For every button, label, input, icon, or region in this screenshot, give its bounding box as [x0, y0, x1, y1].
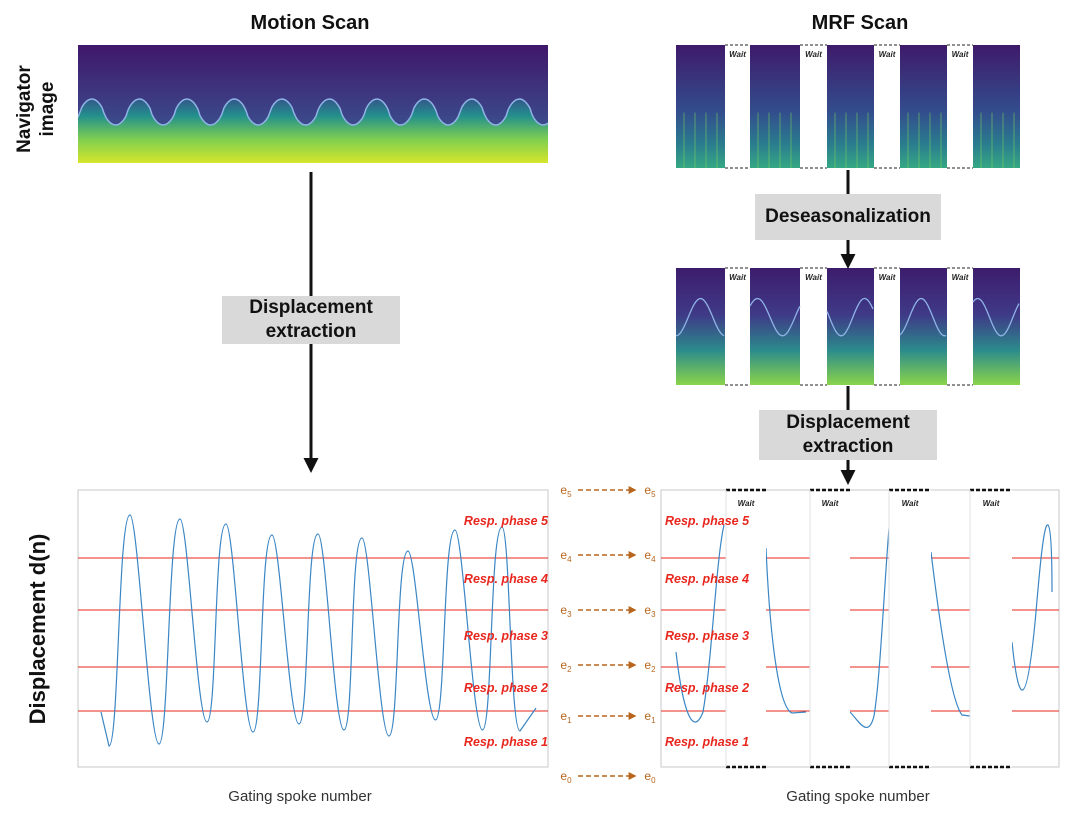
threshold-label: e3 — [560, 603, 572, 619]
x-axis-label-right: Gating spoke number — [786, 788, 930, 805]
wait-label: Wait — [729, 273, 746, 282]
left-displacement-plot: Resp. phase 5 Resp. phase 4 Resp. phase 3 R… — [77, 489, 549, 768]
wait-gap — [726, 490, 766, 767]
navigator-boundary — [78, 98, 548, 126]
mrf-panel — [676, 268, 725, 385]
box-right-line1: Displacement — [786, 412, 910, 434]
resp-phase-label: Resp. phase 5 — [665, 514, 750, 528]
x-axis-label-left: Gating spoke number — [228, 788, 372, 805]
wait-gap — [970, 490, 1012, 767]
threshold-label: e5 — [560, 483, 572, 499]
right-displacement-segment — [675, 524, 725, 723]
threshold-label: e0 — [644, 769, 656, 785]
displacement-extraction-box-left: Displacement extraction — [222, 296, 400, 344]
wait-label: Wait — [983, 499, 1000, 508]
threshold-label: e4 — [644, 548, 656, 564]
mrf-panel — [750, 268, 800, 385]
mrf-panel — [676, 45, 725, 168]
right-displacement-segment — [930, 551, 971, 717]
threshold-label: e5 — [644, 483, 656, 499]
mrf-panel-boundary — [675, 297, 725, 337]
mrf-panel — [973, 268, 1020, 385]
resp-phase-label: Resp. phase 3 — [464, 629, 548, 643]
threshold-label: e4 — [560, 548, 572, 564]
wait-label: Wait — [729, 50, 746, 59]
mrf-panel — [973, 45, 1020, 168]
wait-gap — [810, 490, 850, 767]
process-arrows — [303, 170, 856, 485]
wait-label: Wait — [902, 499, 919, 508]
mrf-scan-raw: Wait Wait Wait Wait — [676, 44, 1020, 169]
left-displacement-signal — [100, 514, 537, 747]
right-displacement-segment — [765, 547, 807, 714]
wait-label: Wait — [952, 273, 969, 282]
mrf-panel-boundary — [972, 297, 1020, 337]
mrf-panel-boundary — [899, 297, 947, 337]
left-plot-frame — [77, 489, 549, 768]
threshold-label: e0 — [560, 769, 572, 785]
motion-scan-title: Motion Scan — [250, 12, 370, 34]
right-displacement-plot: Wait Wait Wait Wait Resp. phase 5 Resp. phas… — [660, 488, 1060, 769]
resp-phase-label: Resp. phase 3 — [665, 629, 749, 643]
wait-label: Wait — [805, 50, 822, 59]
wait-label: Wait — [879, 273, 896, 282]
threshold-label: e2 — [560, 658, 572, 674]
mrf-panel-boundary — [826, 297, 874, 337]
right-displacement-segment — [1011, 524, 1053, 691]
mrf-panel — [900, 45, 947, 168]
mrf-panel — [900, 268, 947, 385]
wait-label: Wait — [805, 273, 822, 282]
resp-phase-label: Resp. phase 2 — [665, 681, 749, 695]
mrf-panel — [827, 45, 874, 168]
box-right-line2: extraction — [802, 436, 894, 457]
deseasonalization-box: Deseasonalization — [755, 194, 941, 240]
wait-label: Wait — [738, 499, 755, 508]
mrf-panel — [827, 268, 874, 385]
resp-phase-label: Resp. phase 4 — [464, 572, 548, 586]
box-left-line2: extraction — [265, 321, 357, 342]
threshold-label: e1 — [644, 709, 656, 725]
mrf-panel-boundary — [749, 297, 801, 337]
mrf-scan-deseasonalized: Wait Wait Wait Wait — [675, 267, 1020, 386]
wait-label: Wait — [879, 50, 896, 59]
wait-label: Wait — [952, 50, 969, 59]
wait-label: Wait — [822, 499, 839, 508]
right-displacement-segment — [849, 527, 890, 728]
threshold-label: e3 — [644, 603, 656, 619]
wait-gap — [889, 490, 931, 767]
box-left-line1: Displacement — [249, 297, 373, 319]
mrf-scan-title: MRF Scan — [811, 12, 909, 34]
resp-phase-label: Resp. phase 1 — [665, 735, 749, 749]
displacement-extraction-box-right: Displacement extraction — [759, 410, 937, 460]
resp-phase-label: Resp. phase 5 — [464, 514, 549, 528]
resp-phase-label: Resp. phase 2 — [464, 681, 548, 695]
resp-phase-label: Resp. phase 4 — [665, 572, 749, 586]
navigator-image — [78, 45, 548, 163]
threshold-mapping: e5 e5 e4 e4 e3 e3 e2 e2 e1 e1 e0 e0 — [560, 483, 656, 785]
threshold-label: e2 — [644, 658, 656, 674]
resp-phase-label: Resp. phase 1 — [464, 735, 548, 749]
threshold-label: e1 — [560, 709, 572, 725]
